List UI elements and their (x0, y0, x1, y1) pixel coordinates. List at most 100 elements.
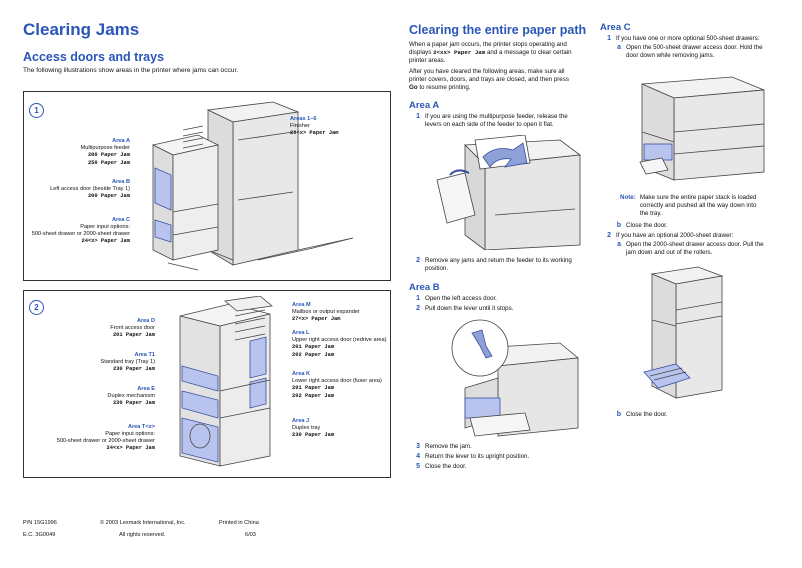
area-l-label: Area L (292, 330, 310, 336)
area-l-desc: Upper right access door (redrive area) (292, 337, 387, 343)
area-j-code-1: 230 Paper Jam (292, 432, 335, 438)
section-title: Access doors and trays (23, 50, 165, 64)
area-k-desc: Lower right access door (fuser area) (292, 378, 382, 384)
step-text: If you have an optional 2000-sheet drawe… (616, 232, 734, 239)
500-sheet-drawer-illustration (632, 72, 772, 189)
area-m-label: Area M (292, 302, 311, 308)
note-text: correctly and pushed all the way down in… (639, 202, 757, 209)
step-number: 1 (607, 35, 611, 42)
intro-line-6-post: to resume printing. (417, 84, 471, 91)
area-a-code-1: 200 Paper Jam (87, 152, 130, 158)
area-e-callout: Area E Duplex mechanism 230 Paper Jam (50, 386, 155, 408)
footer-ec-number: E.C. 3G0049 (23, 532, 56, 538)
2000-sheet-drawer-illustration (640, 262, 730, 409)
step-number: 2 (416, 257, 420, 264)
area-d-desc: Front access door (110, 325, 155, 331)
step-number: 2 (607, 232, 611, 239)
area-b-step-4: 4 Return the lever to its upright positi… (412, 453, 529, 462)
footer-date: 6/03 (245, 532, 256, 538)
paper-jam-code: 2<xx> Paper Jam (433, 49, 486, 56)
step-letter: a (617, 44, 621, 51)
area-d-label: Area D (136, 318, 155, 324)
step-number: 1 (416, 113, 420, 120)
area-c-step-2a: a Open the 2000-sheet drawer access door… (613, 241, 764, 257)
go-key: Go (409, 84, 418, 91)
step-text: Open the 500-sheet drawer access door. H… (626, 44, 763, 51)
step-letter: b (616, 411, 621, 418)
area-b-label: Area B (111, 179, 130, 185)
intro-line-3: printer areas. (409, 57, 446, 64)
areas-1-6-callout: Areas 1–6 Finisher 28<x> Paper Jam (290, 116, 380, 138)
area-j-desc: Duplex tray (292, 425, 321, 431)
step-text: Return the lever to its upright position… (425, 453, 530, 460)
note-text: the tray. (639, 210, 662, 217)
step-text: Remove any jams and return the feeder to… (425, 257, 572, 264)
area-a-heading: Area A (409, 100, 440, 111)
area-b-callout: Area B Left access door (beside Tray 1) … (20, 179, 130, 201)
step-letter: a (617, 241, 621, 248)
step-text: Pull down the lever until it stops. (425, 305, 514, 312)
step-text: Open the 2000-sheet drawer access door. … (626, 241, 764, 248)
area-tx-callout: Area T<x> Paper input options: 500-sheet… (40, 424, 155, 453)
footer-copyright: © 2003 Lexmark International, Inc. (100, 520, 186, 526)
areas-1-6-label: Areas 1–6 (290, 116, 317, 122)
area-m-desc: Mailbox or output expander (292, 309, 360, 315)
areas-1-6-desc: Finisher (290, 123, 310, 129)
multipurpose-feeder-illustration (435, 134, 585, 255)
step-text: Close the door. (425, 463, 467, 470)
area-t1-desc: Standard tray (Tray 1) (100, 359, 155, 365)
area-e-code-1: 230 Paper Jam (112, 400, 155, 406)
area-b-step-2: 2 Pull down the lever until it stops. (412, 305, 513, 314)
area-j-callout: Area J Duplex tray 230 Paper Jam (292, 418, 387, 440)
area-tx-desc-2: 500-sheet drawer or 2000-sheet drawer (56, 438, 155, 444)
area-b-step-5: 5 Close the door. (412, 463, 467, 472)
area-a-code-2: 250 Paper Jam (87, 159, 130, 166)
area-c-step-1b: b Close the door. (613, 222, 668, 231)
area-a-desc: Multipurpose feeder (80, 145, 130, 151)
area-k-callout: Area K Lower right access door (fuser ar… (292, 371, 389, 400)
area-tx-label: Area T<x> (127, 424, 155, 430)
printer-finisher-illustration (138, 100, 378, 280)
step-text: jam down and out of the rollers. (626, 249, 713, 256)
area-c-desc-2: 500-sheet drawer or 2000-sheet drawer (31, 231, 130, 237)
step-text: door down while removing jams. (626, 52, 715, 59)
area-c-heading: Area C (600, 22, 631, 33)
footer-rights: All rights reserved. (119, 532, 166, 538)
footer-part-number: P/N 15G1996 (23, 520, 57, 526)
paper-path-title: Clearing the entire paper path (409, 23, 587, 37)
step-text: If you are using the multipurpose feeder… (425, 113, 568, 120)
area-a-label: Area A (112, 138, 130, 144)
area-l-code-2: 202 Paper Jam (292, 351, 335, 358)
area-t1-label: Area T1 (134, 352, 155, 358)
printer-options-illustration (160, 295, 285, 479)
area-b-step-1: 1 Open the left access door. (412, 295, 497, 304)
area-tx-code-1: 24<x> Paper Jam (106, 445, 155, 451)
area-c-label: Area C (111, 217, 130, 223)
step-text: levers on each side of the feeder to ope… (425, 121, 554, 128)
area-a-step-2: 2 Remove any jams and return the feeder … (412, 257, 572, 273)
intro-line-2: displays 2<xx> Paper Jam and a message t… (409, 49, 589, 57)
step-text: If you have one or more optional 500-she… (616, 35, 760, 42)
area-e-label: Area E (137, 386, 155, 392)
figure-1-frame (23, 91, 391, 281)
area-j-label: Area J (292, 418, 310, 424)
area-b-code-1: 200 Paper Jam (87, 193, 130, 199)
intro-line-6: Go to resume printing. (409, 84, 589, 92)
note-label: Note: (620, 194, 636, 201)
step-number: 5 (416, 463, 420, 470)
area-t1-callout: Area T1 Standard tray (Tray 1) 230 Paper… (50, 352, 155, 374)
page-title: Clearing Jams (23, 20, 140, 39)
area-b-desc: Left access door (beside Tray 1) (50, 186, 130, 192)
step-text: Remove the jam. (425, 443, 472, 450)
area-b-heading: Area B (409, 282, 440, 293)
step-number: 1 (416, 295, 420, 302)
area-tx-desc-1: Paper input options: (105, 431, 155, 437)
area-a-step-1: 1 If you are using the multipurpose feed… (412, 113, 568, 129)
intro-line-1: When a paper jam occurs, the printer sto… (409, 41, 567, 48)
note-text: Make sure the entire paper stack is load… (639, 194, 757, 201)
step-text: Close the door. (626, 222, 668, 229)
area-m-callout: Area M Mailbox or output expander 27<x> … (292, 302, 387, 324)
area-t1-code-1: 230 Paper Jam (112, 366, 155, 372)
step-text: position. (425, 265, 449, 272)
area-c-step-1: 1 If you have one or more optional 500-s… (603, 35, 759, 44)
